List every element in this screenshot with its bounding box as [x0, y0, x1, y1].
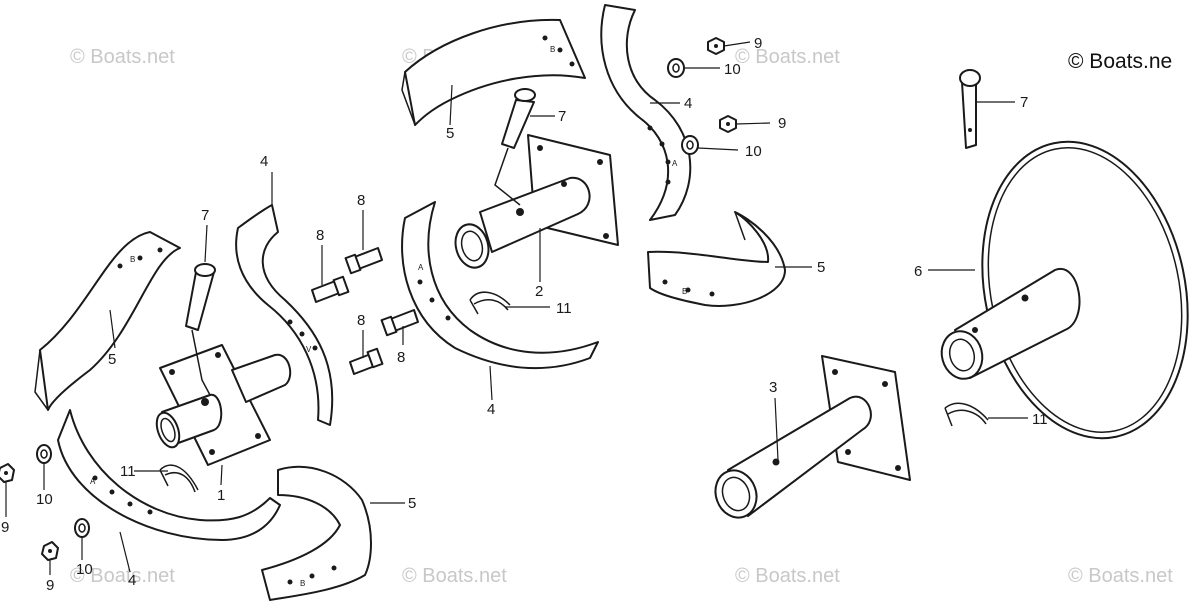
part-5-tine-lower-center: B	[261, 465, 372, 601]
callout-8: 8	[357, 192, 365, 209]
tine-mark: B	[682, 287, 687, 296]
watermarks: © Boats.net © Boats.net © Boats.net © Bo…	[70, 46, 1173, 587]
part-4-tine-top-right: A	[600, 4, 692, 221]
callout-8: 8	[357, 312, 365, 329]
callout-9: 9	[1, 519, 9, 536]
callout-5: 5	[817, 259, 825, 276]
callout-4: 4	[128, 572, 136, 589]
callout-labels: 4 7 5 11 1 8 8 8 8 5 4 9 10 9 10 5 7 2 1…	[1, 35, 1048, 594]
callout-4: 4	[260, 153, 268, 170]
callout-8: 8	[316, 227, 324, 244]
callout-7: 7	[1020, 94, 1028, 111]
callout-5: 5	[408, 495, 416, 512]
callout-11: 11	[1032, 411, 1048, 428]
part-5-tine-center-right: B	[647, 211, 786, 307]
part-11-clip-right	[944, 402, 989, 427]
callout-7: 7	[558, 108, 566, 125]
callout-8: 8	[397, 349, 405, 366]
callout-10: 10	[724, 61, 741, 78]
callout-4: 4	[684, 95, 692, 112]
part-11-clip-left	[159, 464, 199, 493]
callout-10: 10	[36, 491, 53, 508]
tine-mark: B	[300, 579, 305, 588]
part-5-tine-top-center: B	[401, 18, 586, 126]
tine-mark: V	[306, 345, 312, 354]
part-4-tine-upper-left: V	[235, 204, 334, 426]
part-3-axle-bracket	[714, 355, 911, 519]
watermark: © Boats.net	[735, 46, 840, 68]
tine-mark: A	[418, 263, 424, 272]
callout-9: 9	[46, 577, 54, 594]
callout-7: 7	[201, 207, 209, 224]
part-4-tine-lower-left: A	[57, 409, 281, 541]
tine-mark: B	[130, 255, 135, 264]
copyright-text: © Boats.ne	[1068, 50, 1172, 73]
watermark: © Boats.net	[735, 565, 840, 587]
callout-4: 4	[487, 401, 495, 418]
part-4-tine-large-center: A	[401, 201, 599, 370]
part-2-hub	[454, 134, 619, 269]
part-7-pin-center	[494, 88, 536, 206]
part-1-hub	[155, 344, 292, 466]
part-7-pin-right	[959, 69, 981, 149]
part-5-tine-upper-left: B	[34, 231, 181, 411]
watermark: © Boats.net	[70, 46, 175, 68]
callout-6: 6	[914, 263, 922, 280]
callout-5: 5	[446, 125, 454, 142]
tine-mark: A	[672, 159, 678, 168]
leader-lines	[5, 41, 1028, 575]
callout-10: 10	[745, 143, 762, 160]
callout-9: 9	[754, 35, 762, 52]
callout-5: 5	[108, 351, 116, 368]
part-6-disc-shaft	[940, 140, 1189, 440]
watermark: © Boats.net	[402, 565, 507, 587]
callout-9: 9	[778, 115, 786, 132]
part-9-10-hardware-top	[667, 37, 737, 155]
callout-1: 1	[217, 487, 225, 504]
callout-11: 11	[556, 300, 572, 317]
watermark: © Boats.net	[1068, 565, 1173, 587]
watermark: © Boats.net	[70, 565, 175, 587]
part-7-pin-left	[185, 263, 216, 396]
callout-3: 3	[769, 379, 777, 396]
part-11-clip-center	[469, 291, 511, 315]
callout-2: 2	[535, 283, 543, 300]
tine-mark: B	[550, 45, 555, 54]
callout-10: 10	[76, 561, 93, 578]
tine-mark: A	[90, 477, 96, 486]
callout-11: 11	[120, 463, 136, 480]
part-8-bolts	[311, 247, 419, 375]
